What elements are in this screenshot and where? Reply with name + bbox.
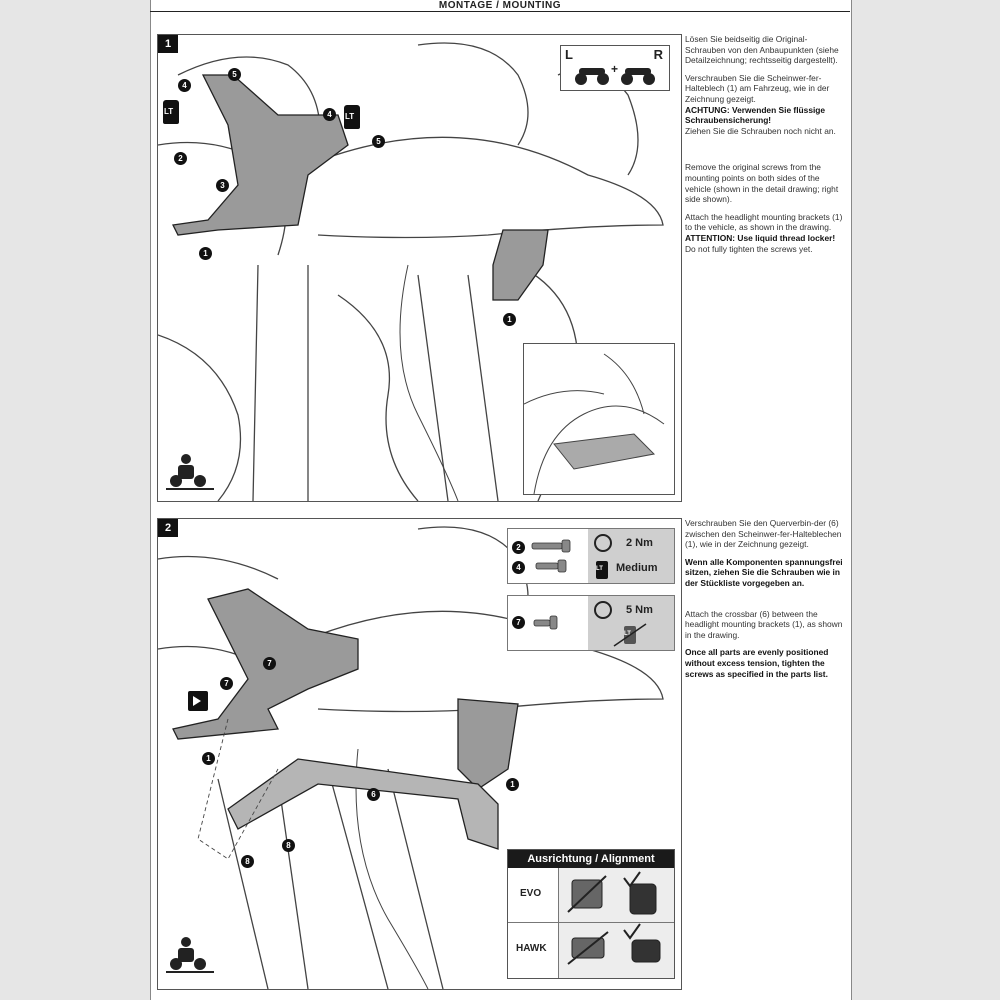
torque-wrench-icon: [594, 534, 612, 552]
motorcycle-icon: [575, 68, 655, 85]
instruction-en: Attach the crossbar (6) between the head…: [685, 608, 843, 640]
instruction-en: Do not fully tighten the screws yet.: [685, 243, 813, 254]
torque-spec-box: 7 5 Nm LT: [507, 595, 675, 651]
callout: 5: [228, 68, 241, 81]
callout: 2: [512, 541, 525, 554]
callout: 4: [512, 561, 525, 574]
instruction-de: Verschrauben Sie den Querverbin-der (6) …: [685, 518, 842, 550]
left-label: L: [565, 47, 573, 62]
left-right-badge: L + R: [560, 45, 670, 91]
torque-value: 5 Nm: [626, 604, 653, 616]
callout: 3: [216, 179, 229, 192]
right-label: R: [653, 47, 663, 62]
instruction-en-bold: Once all parts are evenly positioned wit…: [685, 647, 829, 679]
rider-seated-icon: [166, 454, 214, 490]
callout: 8: [241, 855, 254, 868]
detail-drawing: [523, 343, 675, 495]
instruction-de: Lösen Sie beidseitig die Original-Schrau…: [685, 34, 839, 66]
callout: 1: [506, 778, 519, 791]
callout: 7: [263, 657, 276, 670]
page-title: MONTAGE / MOUNTING: [438, 0, 562, 11]
step2-instructions: Verschrauben Sie den Querverbin-der (6) …: [685, 518, 843, 686]
callout: 7: [512, 616, 525, 629]
alignment-table: Ausrichtung / Alignment EVO HAWK: [507, 849, 675, 979]
headlight-icon: [188, 691, 208, 711]
step-number: 2: [158, 519, 178, 537]
callout: 1: [202, 752, 215, 765]
screw-icon: [533, 615, 558, 630]
step-number: 1: [158, 35, 178, 53]
instruction-de: Ziehen Sie die Schrauben noch nicht an.: [685, 125, 836, 136]
thread-locker-icon: LT: [596, 561, 608, 579]
callout: 4: [323, 108, 336, 121]
callout: 4: [178, 79, 191, 92]
step1-illustration: 1 L + R LT LT 4 5 4 2 3 5 1 1: [157, 34, 682, 502]
thread-locker-icon: LT: [344, 105, 360, 129]
alignment-row-label: HAWK: [516, 943, 547, 954]
callout: 1: [503, 313, 516, 326]
torque-value: 2 Nm: [626, 537, 653, 549]
warning-en: ATTENTION: Use liquid thread locker!: [685, 232, 836, 243]
alignment-title: Ausrichtung / Alignment: [508, 850, 674, 868]
plus-label: +: [611, 62, 619, 76]
callout: 2: [174, 152, 187, 165]
thread-locker-icon: LT: [163, 100, 179, 124]
torque-spec-box: 2 4 2 Nm LT Medium: [507, 528, 675, 584]
alignment-row-label: EVO: [520, 888, 542, 899]
instruction-en: Remove the original screws from the moun…: [685, 162, 839, 205]
instruction-de-bold: Wenn alle Komponenten spannungsfrei sitz…: [685, 556, 843, 588]
callout: 1: [199, 247, 212, 260]
instruction-de: Verschrauben Sie die Scheinwer-fer-Halte…: [685, 72, 830, 104]
alignment-diagrams: [567, 871, 661, 965]
warning-de: ACHTUNG: Verwenden Sie flüssige Schraube…: [685, 104, 826, 126]
callout: 6: [367, 788, 380, 801]
screw-icon: [531, 539, 571, 573]
callout: 5: [372, 135, 385, 148]
step1-instructions: Lösen Sie beidseitig die Original-Schrau…: [685, 34, 843, 261]
threadlock-strength: Medium: [616, 562, 658, 574]
header-rule: [150, 11, 850, 12]
step2-illustration: 2 7 7 1 6 1 8 8 2 4 2 Nm LT Medium 7 5 N…: [157, 518, 682, 990]
callout: 7: [220, 677, 233, 690]
torque-wrench-icon: [594, 601, 612, 619]
instruction-en: Attach the headlight mounting brackets (…: [685, 211, 843, 233]
callout: 8: [282, 839, 295, 852]
rider-seated-icon: [166, 937, 214, 973]
